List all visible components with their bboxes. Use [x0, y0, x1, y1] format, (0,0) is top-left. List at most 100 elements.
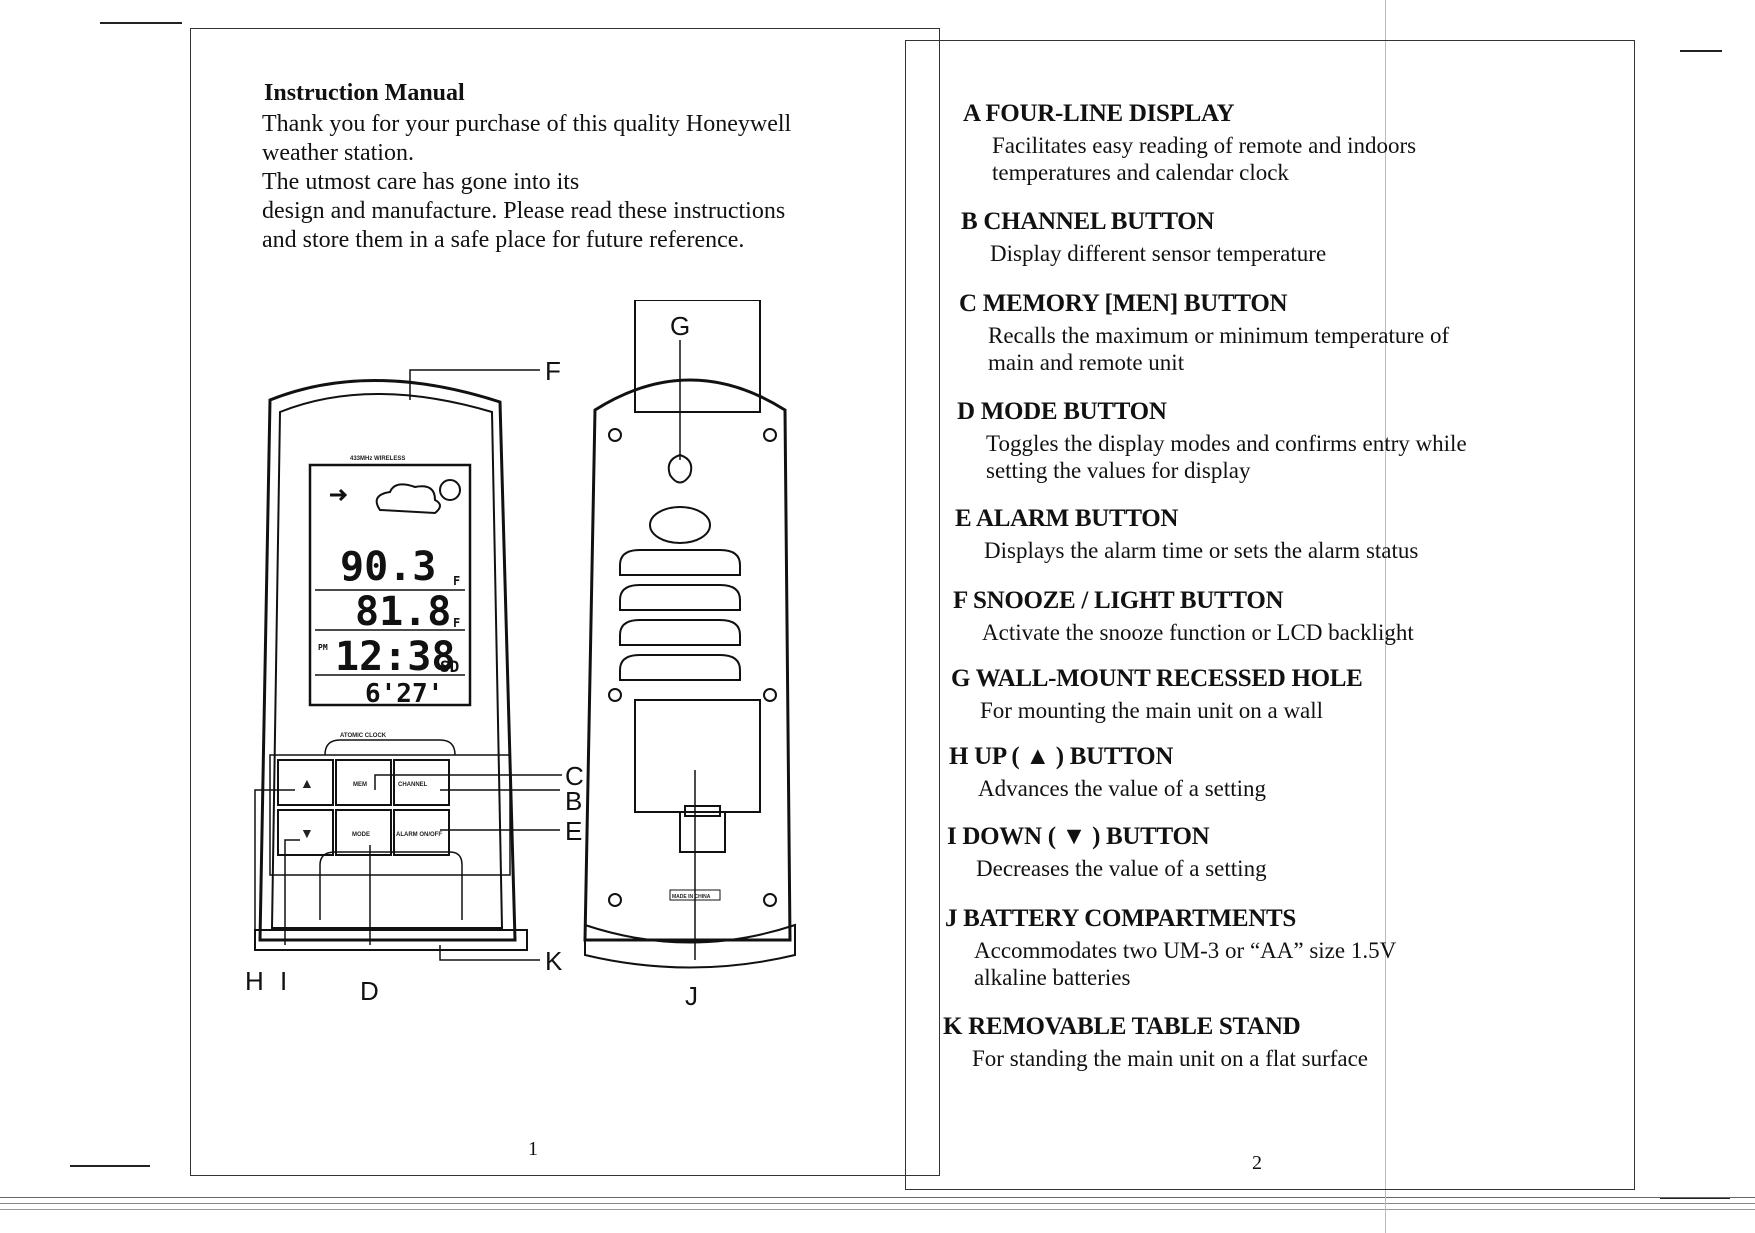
item-c-desc: Recalls the maximum or minimum temperatu… — [988, 322, 1449, 376]
item-title-text: CHANNEL BUTTON — [983, 208, 1215, 235]
callout-f: F — [545, 356, 561, 386]
item-a-title: A FOUR-LINE DISPLAY — [963, 100, 1235, 128]
item-c-title: C MEMORY [MEN] BUTTON — [959, 290, 1288, 318]
lcd-unit-2: F — [453, 616, 460, 630]
item-i-desc: Decreases the value of a setting — [976, 855, 1267, 882]
desc-line: For mounting the main unit on a wall — [980, 698, 1324, 723]
button-up[interactable]: ▲ — [300, 775, 314, 791]
callout-c: C — [565, 761, 584, 791]
intro-paragraph: Thank you for your purchase of this qual… — [262, 110, 882, 255]
button-mode[interactable]: MODE — [352, 832, 370, 838]
arrow-icon — [330, 488, 348, 502]
scan-mark-bottom-left — [70, 1165, 150, 1167]
front-footer-text: ATOMIC CLOCK — [340, 733, 387, 739]
lcd-date: 6'27' — [365, 679, 443, 709]
cloud-icon — [375, 483, 441, 515]
desc-line: temperatures and calendar clock — [992, 160, 1289, 185]
front-header-text: 433MHz WIRELESS — [350, 456, 405, 462]
button-down[interactable]: ▼ — [300, 825, 314, 841]
lcd-pm: PM — [318, 643, 328, 652]
desc-line: Display different sensor temperature — [990, 241, 1327, 266]
item-letter: E — [955, 505, 972, 532]
item-h-desc: Advances the value of a setting — [978, 775, 1266, 802]
item-d-desc: Toggles the display modes and confirms e… — [986, 430, 1467, 484]
desc-line: Advances the value of a setting — [978, 776, 1267, 801]
item-letter: C — [959, 290, 977, 317]
item-e-desc: Displays the alarm time or sets the alar… — [984, 537, 1418, 564]
item-letter: D — [957, 398, 975, 425]
callout-h: H — [245, 966, 264, 996]
intro-line: and store them in a safe place for futur… — [262, 227, 745, 253]
item-title-text: SNOOZE / LIGHT BUTTON — [973, 587, 1284, 614]
callout-b: B — [565, 786, 582, 816]
item-title-text: DOWN ( ▼ ) BUTTON — [962, 823, 1210, 850]
item-k-title: K REMOVABLE TABLE STAND — [943, 1013, 1301, 1041]
item-g-desc: For mounting the main unit on a wall — [980, 697, 1323, 724]
desc-line: Recalls the maximum or minimum temperatu… — [988, 323, 1450, 348]
item-title-text: MODE BUTTON — [980, 398, 1167, 425]
callout-lines — [254, 340, 696, 961]
callout-k: K — [545, 946, 563, 976]
item-letter: H — [949, 743, 969, 770]
item-g-title: G WALL-MOUNT RECESSED HOLE — [951, 665, 1363, 693]
lcd-time: 12:38 — [335, 634, 455, 680]
lcd-unit-1: F — [453, 574, 460, 588]
desc-line: main and remote unit — [988, 350, 1185, 375]
button-mem[interactable]: MEM — [353, 782, 367, 788]
device-front — [254, 379, 528, 951]
device-diagram: 433MHz WIRELESS ATOMIC CLOCK 90.3 81.8 1… — [245, 300, 796, 1011]
item-e-title: E ALARM BUTTON — [955, 505, 1178, 533]
scan-bottom-rule-2 — [0, 1203, 1755, 1204]
desc-line: For standing the main unit on a flat sur… — [972, 1046, 1369, 1071]
item-title-text: WALL-MOUNT RECESSED HOLE — [975, 665, 1363, 692]
manual-title: Instruction Manual — [264, 80, 465, 106]
scan-bottom-rule-1 — [0, 1197, 1755, 1198]
intro-line: design and manufacture. Please read thes… — [262, 198, 786, 224]
button-alarm[interactable]: ALARM ON/OFF — [396, 832, 442, 838]
page-number-right: 2 — [1252, 1152, 1262, 1174]
intro-line: weather station. — [262, 140, 414, 166]
scan-mark-top-left — [100, 22, 182, 24]
item-i-title: I DOWN ( ▼ ) BUTTON — [947, 823, 1210, 851]
desc-line: Facilitates easy reading of remote and i… — [992, 133, 1417, 158]
item-b-desc: Display different sensor temperature — [990, 240, 1326, 267]
sun-icon — [439, 479, 461, 501]
item-letter: A — [963, 100, 980, 127]
item-a-desc: Facilitates easy reading of remote and i… — [992, 132, 1416, 186]
left-page-frame — [190, 28, 940, 1176]
item-letter: K — [943, 1013, 963, 1040]
item-title-text: REMOVABLE TABLE STAND — [968, 1013, 1301, 1040]
item-title-text: FOUR-LINE DISPLAY — [985, 100, 1235, 127]
lcd-time-suffix: SD — [440, 657, 459, 676]
right-page-frame — [905, 40, 1635, 1190]
fold-line — [1385, 0, 1386, 1233]
desc-line: alkaline batteries — [974, 965, 1131, 990]
device-back — [583, 300, 796, 969]
item-f-title: F SNOOZE / LIGHT BUTTON — [953, 587, 1284, 615]
lcd-temp-2: 81.8 — [355, 589, 451, 635]
button-channel[interactable]: CHANNEL — [398, 782, 428, 788]
item-title-text: UP ( ▲ ) BUTTON — [974, 743, 1174, 770]
desc-line: Toggles the display modes and confirms e… — [986, 431, 1467, 456]
item-k-desc: For standing the main unit on a flat sur… — [972, 1045, 1368, 1072]
scan-mark-top-right — [1680, 50, 1722, 52]
item-d-title: D MODE BUTTON — [957, 398, 1167, 426]
item-letter: J — [945, 905, 958, 932]
desc-line: Activate the snooze function or LCD back… — [982, 620, 1414, 645]
item-title-text: ALARM BUTTON — [975, 505, 1179, 532]
callout-i: I — [280, 966, 287, 996]
item-j-title: J BATTERY COMPARTMENTS — [945, 905, 1296, 933]
callout-e: E — [565, 816, 582, 846]
callout-j: J — [685, 981, 698, 1011]
item-letter: I — [947, 823, 957, 850]
lcd-temp-1: 90.3 — [340, 544, 436, 590]
desc-line: Accommodates two UM-3 or “AA” size 1.5V — [974, 938, 1397, 963]
intro-line: The utmost care has gone into its — [262, 169, 580, 195]
item-f-desc: Activate the snooze function or LCD back… — [982, 619, 1414, 646]
desc-line: Displays the alarm time or sets the alar… — [984, 538, 1419, 563]
page-number-left: 1 — [528, 1138, 538, 1160]
item-b-title: B CHANNEL BUTTON — [961, 208, 1214, 236]
item-h-title: H UP ( ▲ ) BUTTON — [949, 743, 1173, 771]
callout-d: D — [360, 976, 379, 1006]
callout-g: G — [670, 311, 690, 341]
